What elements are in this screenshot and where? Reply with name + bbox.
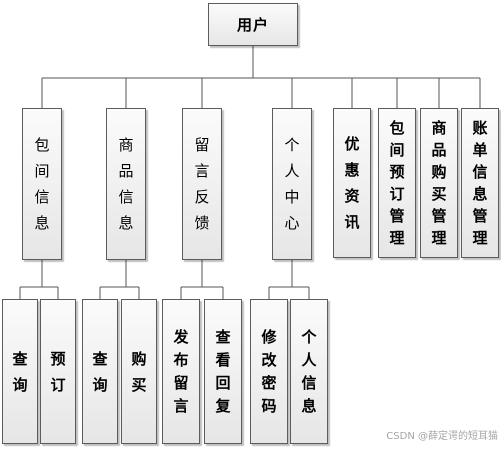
- module-bill-info-management: 账单信息管理: [461, 108, 499, 258]
- module-personal-center: 个人中心: [272, 108, 312, 260]
- module-product-info: 商品信息: [106, 108, 146, 260]
- user-root-node: 用户: [208, 3, 298, 46]
- feedback-view-reply: 查看回复: [204, 299, 242, 444]
- module-product-info-label: 商品信息: [118, 136, 134, 232]
- product-info-query: 查询: [82, 299, 118, 444]
- change-password-label: 修改密码: [261, 327, 277, 415]
- personal-center-change-password: 修改密码: [250, 299, 288, 444]
- module-personal-center-label: 个人中心: [284, 136, 300, 232]
- profile-info-label: 个人信息: [301, 327, 317, 415]
- product-info-buy: 购买: [121, 299, 157, 444]
- personal-center-profile-info: 个人信息: [290, 299, 328, 444]
- module-room-info-label: 包间信息: [34, 136, 50, 232]
- csdn-watermark: CSDN @薛定谔的短耳猫: [386, 431, 498, 442]
- user-root-label: 用户: [236, 16, 269, 34]
- module-room-info: 包间信息: [22, 108, 62, 260]
- module-product-purchase-management: 商品购买管理: [420, 108, 458, 258]
- room-info-book: 预订: [40, 299, 76, 444]
- room-info-query: 查询: [2, 299, 38, 444]
- module-room-booking-management-label: 包间预订管理: [389, 119, 405, 247]
- module-message-feedback-label: 留言反馈: [194, 136, 210, 232]
- feedback-post-message-label: 发布留言: [173, 327, 189, 415]
- room-info-book-label: 预订: [50, 349, 66, 394]
- module-room-booking-management: 包间预订管理: [378, 108, 416, 258]
- room-info-query-label: 查询: [12, 349, 28, 394]
- module-promotion-news: 优惠资讯: [333, 108, 371, 258]
- product-info-query-label: 查询: [92, 349, 108, 394]
- product-info-buy-label: 购买: [131, 349, 147, 394]
- module-product-purchase-management-label: 商品购买管理: [431, 119, 447, 247]
- feedback-view-reply-label: 查看回复: [215, 327, 231, 415]
- module-message-feedback: 留言反馈: [182, 108, 222, 260]
- module-bill-info-management-label: 账单信息管理: [472, 119, 488, 247]
- feedback-post-message: 发布留言: [162, 299, 200, 444]
- module-promotion-news-label: 优惠资讯: [344, 135, 360, 231]
